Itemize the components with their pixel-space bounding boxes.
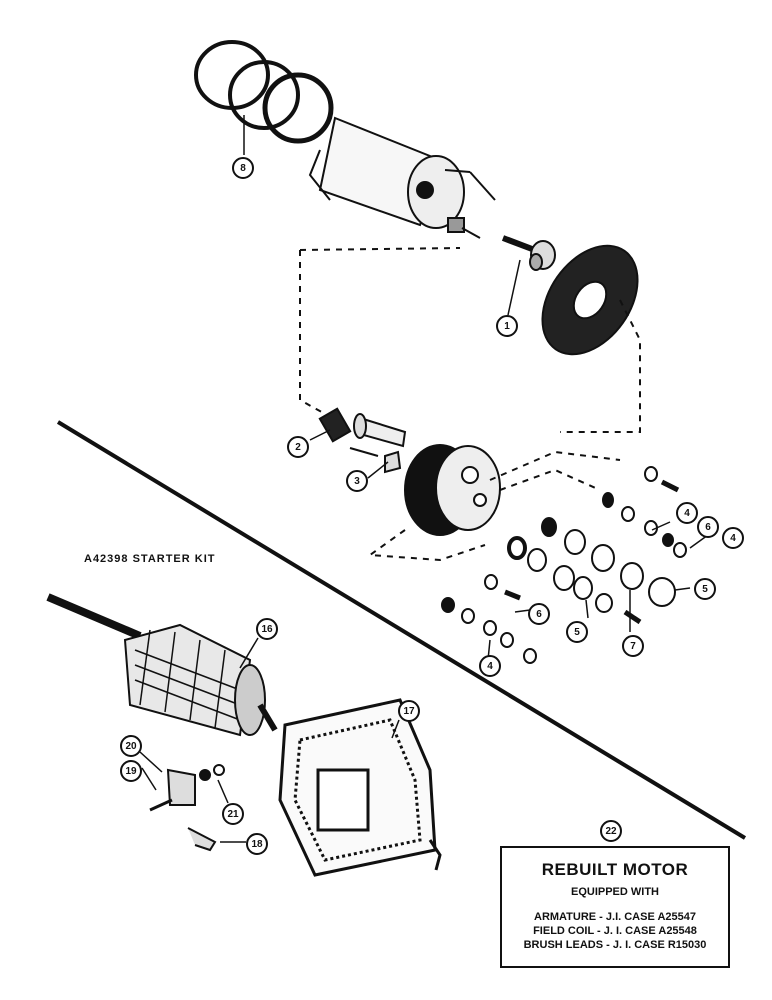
callout-4c: 4	[479, 655, 501, 677]
callout-6b: 6	[528, 603, 550, 625]
callout-7: 7	[622, 635, 644, 657]
callout-21: 21	[222, 803, 244, 825]
panel-line-field-coil: FIELD COIL - J. I. CASE A25548	[533, 925, 697, 937]
field-coil	[278, 698, 442, 877]
spring-bolt	[318, 407, 407, 474]
kit-title: A42398 STARTER KIT	[84, 553, 216, 565]
end-housing	[367, 444, 621, 562]
callout-1: 1	[496, 315, 518, 337]
callout-3: 3	[346, 470, 368, 492]
callout-4b: 4	[722, 527, 744, 549]
callout-4a: 4	[676, 502, 698, 524]
callout-5b: 5	[566, 621, 588, 643]
separator-line	[56, 420, 747, 840]
callout-2: 2	[287, 436, 309, 458]
panel-line-brush-leads: BRUSH LEADS - J. I. CASE R15030	[523, 939, 707, 951]
callout-6a: 6	[697, 516, 719, 538]
callout-5a: 5	[694, 578, 716, 600]
callout-16: 16	[256, 618, 278, 640]
callout-8: 8	[232, 157, 254, 179]
panel-line-armature: ARMATURE - J.I. CASE A25547	[534, 911, 696, 923]
leader-lines	[139, 115, 709, 843]
plunger	[501, 235, 556, 271]
panel-title: REBUILT MOTOR	[541, 860, 689, 879]
panel-subtitle: EQUIPPED WITH	[570, 886, 659, 898]
callout-20: 20	[120, 735, 142, 757]
callout-22: 22	[600, 820, 622, 842]
rebuilt-motor-panel: REBUILT MOTOR EQUIPPED WITH ARMATURE - J…	[500, 846, 730, 968]
armature	[46, 593, 278, 737]
brush-parts	[149, 764, 225, 852]
contact-plate	[541, 244, 639, 356]
hardware-group	[441, 466, 687, 664]
callout-18: 18	[246, 833, 268, 855]
rings-group	[194, 40, 334, 144]
solenoid-body	[308, 116, 496, 239]
callout-19: 19	[120, 760, 142, 782]
callout-17: 17	[398, 700, 420, 722]
panel-lines: ARMATURE - J.I. CASE A25547 FIELD COIL -…	[502, 910, 728, 952]
